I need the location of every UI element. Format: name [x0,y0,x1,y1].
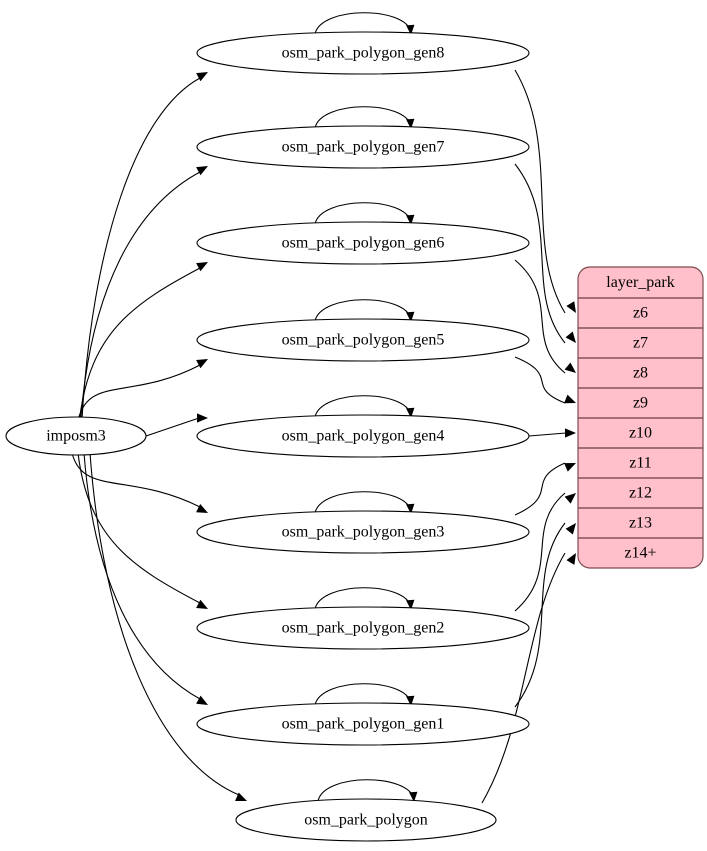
node-label-osm_park_polygon: osm_park_polygon [304,812,428,829]
table-row-z13[interactable]: z13 [629,515,652,532]
edge-osm_park_polygon_gen2-to-z12 [514,492,566,612]
edge-osm_park_polygon_gen1-to-z13 [514,522,566,708]
table-row-z8[interactable]: z8 [633,365,648,382]
edge-imposm3-osm_park_polygon_gen5 [77,364,201,420]
edges-layers-to-zoom [481,69,576,804]
self-loop-osm_park_polygon_gen5 [314,299,412,322]
node-label-osm_park_polygon_gen8: osm_park_polygon_gen8 [282,45,445,62]
table-row-z10[interactable]: z10 [629,425,652,442]
node-label-osm_park_polygon_gen3: osm_park_polygon_gen3 [282,524,445,541]
node-label-osm_park_polygon_gen4: osm_park_polygon_gen4 [282,428,445,445]
edge-osm_park_polygon_gen3-to-z11 [514,462,566,516]
table-row-z7[interactable]: z7 [633,335,648,352]
self-loop-edges [314,12,418,802]
layer-nodes: osm_park_polygon_gen8 osm_park_polygon_ge… [196,31,530,842]
node-osm_park_polygon_gen3[interactable] [196,510,530,554]
self-loop-osm_park_polygon_gen6 [314,202,412,225]
node-label-osm_park_polygon_gen7: osm_park_polygon_gen7 [282,139,445,156]
table-row-z6[interactable]: z6 [633,305,648,322]
edge-imposm3-osm_park_polygon_gen1 [83,452,201,700]
self-loop-osm_park_polygon_gen8 [314,12,412,35]
self-loop-osm_park_polygon_gen2 [314,587,412,610]
node-osm_park_polygon_gen1[interactable] [196,702,530,746]
node-osm_park_polygon[interactable] [235,798,497,842]
edge-imposm3-osm_park_polygon_gen4 [145,417,200,437]
table-row-z11[interactable]: z11 [629,455,652,472]
node-label-osm_park_polygon_gen6: osm_park_polygon_gen6 [282,235,445,252]
node-osm_park_polygon_gen5[interactable] [196,318,530,362]
self-loop-osm_park_polygon [317,779,415,802]
edge-imposm3-osm_park_polygon [89,452,240,796]
edge-osm_park_polygon_gen8-to-z6 [514,69,566,314]
edge-imposm3-osm_park_polygon_gen8 [81,77,201,420]
edge-imposm3-osm_park_polygon_gen6 [79,267,201,420]
self-loop-osm_park_polygon_gen7 [314,106,412,129]
self-loop-osm_park_polygon_gen3 [314,491,412,514]
edge-imposm3-osm_park_polygon_gen3 [71,452,201,508]
node-label-imposm3: imposm3 [46,428,106,445]
node-imposm3[interactable] [5,416,147,456]
node-osm_park_polygon_gen6[interactable] [196,221,530,265]
edge-osm_park_polygon_gen5-to-z9 [514,356,566,404]
layer-park-header: layer_park [606,274,674,291]
node-osm_park_polygon_gen4[interactable] [196,414,530,458]
node-label-osm_park_polygon_gen2: osm_park_polygon_gen2 [282,620,445,637]
self-loop-osm_park_polygon_gen1 [314,683,412,706]
layer-park-table: layer_park z6 z7 z8 z9 z10 z11 z12 z13 z14+ [577,266,704,569]
edges-imposm3-to-layers [71,72,247,801]
edge-osm_park_polygon_gen7-to-z7 [514,163,566,344]
node-osm_park_polygon_gen7[interactable] [196,125,530,169]
node-osm_park_polygon_gen2[interactable] [196,606,530,650]
node-osm_park_polygon_gen8[interactable] [196,31,530,75]
edge-osm_park_polygon_gen4-to-z10 [528,432,567,437]
table-row-z14plus[interactable]: z14+ [624,545,656,562]
edge-imposm3-osm_park_polygon_gen2 [77,452,201,604]
node-label-osm_park_polygon_gen1: osm_park_polygon_gen1 [282,716,445,733]
edge-imposm3-osm_park_polygon_gen7 [80,171,201,420]
self-loop-osm_park_polygon_gen4 [314,395,412,418]
edge-osm_park_polygon-to-z14plus [481,552,566,804]
table-row-z9[interactable]: z9 [633,395,648,412]
edge-osm_park_polygon_gen6-to-z8 [514,259,566,374]
source-node-group: imposm3 [5,416,147,456]
table-row-z12[interactable]: z12 [629,485,652,502]
node-label-osm_park_polygon_gen5: osm_park_polygon_gen5 [282,332,445,349]
